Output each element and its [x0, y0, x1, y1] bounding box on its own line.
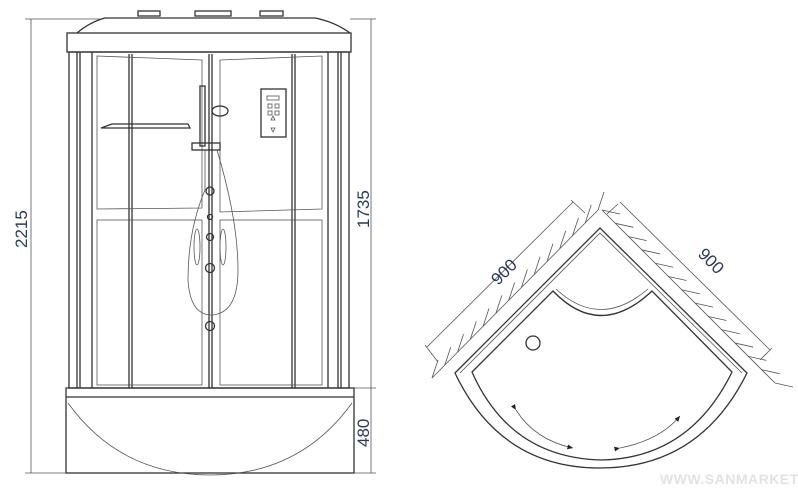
hatch-line: [655, 262, 674, 268]
hatch-line: [681, 289, 700, 295]
hatch-line: [668, 276, 687, 281]
hatch-line: [601, 209, 621, 215]
shelf: [100, 123, 192, 129]
hatch-line: [546, 243, 554, 262]
hatch-line: [584, 204, 592, 224]
dimension-right-side: 900: [694, 244, 727, 277]
tray: [65, 387, 355, 476]
hatch-line: [774, 382, 794, 388]
drain-icon: [525, 335, 541, 351]
hatch-line: [708, 316, 727, 321]
hatch-line: [469, 321, 477, 340]
watermark: WWW.SANMARKET.RU: [660, 471, 798, 487]
dimension-left-side: 900: [487, 255, 520, 288]
dimension-lines: [25, 18, 376, 474]
plan-dimension-lines: [424, 199, 773, 363]
hatch-line: [748, 355, 767, 361]
hatch-line: [721, 329, 740, 335]
hatch-line: [521, 269, 528, 288]
shower-set: [187, 85, 239, 332]
door-arrows: [510, 403, 681, 452]
wall-hatching: [431, 191, 794, 388]
dimension-cabin-height: 1735: [354, 190, 373, 228]
plan-view: 900 900: [424, 191, 794, 469]
hatch-line: [615, 222, 634, 228]
hatch-line: [444, 346, 452, 366]
hatch-line: [641, 249, 661, 255]
control-panel: [260, 88, 287, 138]
hatch-line: [457, 334, 464, 353]
hatch-line: [533, 256, 541, 275]
front-view: 2215 1735 480: [12, 10, 376, 476]
dimension-total-height: 2215: [12, 210, 31, 248]
hatch-line: [761, 369, 780, 375]
hatch-line: [495, 295, 503, 314]
hatch-line: [597, 191, 605, 211]
hatch-line: [572, 217, 579, 236]
hatch-line: [734, 342, 754, 348]
hatch-line: [628, 236, 647, 242]
hatch-line: [482, 308, 490, 327]
hatch-line: [431, 359, 439, 379]
hatch-line: [508, 282, 515, 301]
hatch-line: [559, 230, 567, 249]
cabin-frame: [68, 51, 350, 389]
roof: [66, 10, 352, 53]
dimension-tray-height: 480: [354, 419, 373, 447]
hatch-line: [695, 302, 714, 308]
